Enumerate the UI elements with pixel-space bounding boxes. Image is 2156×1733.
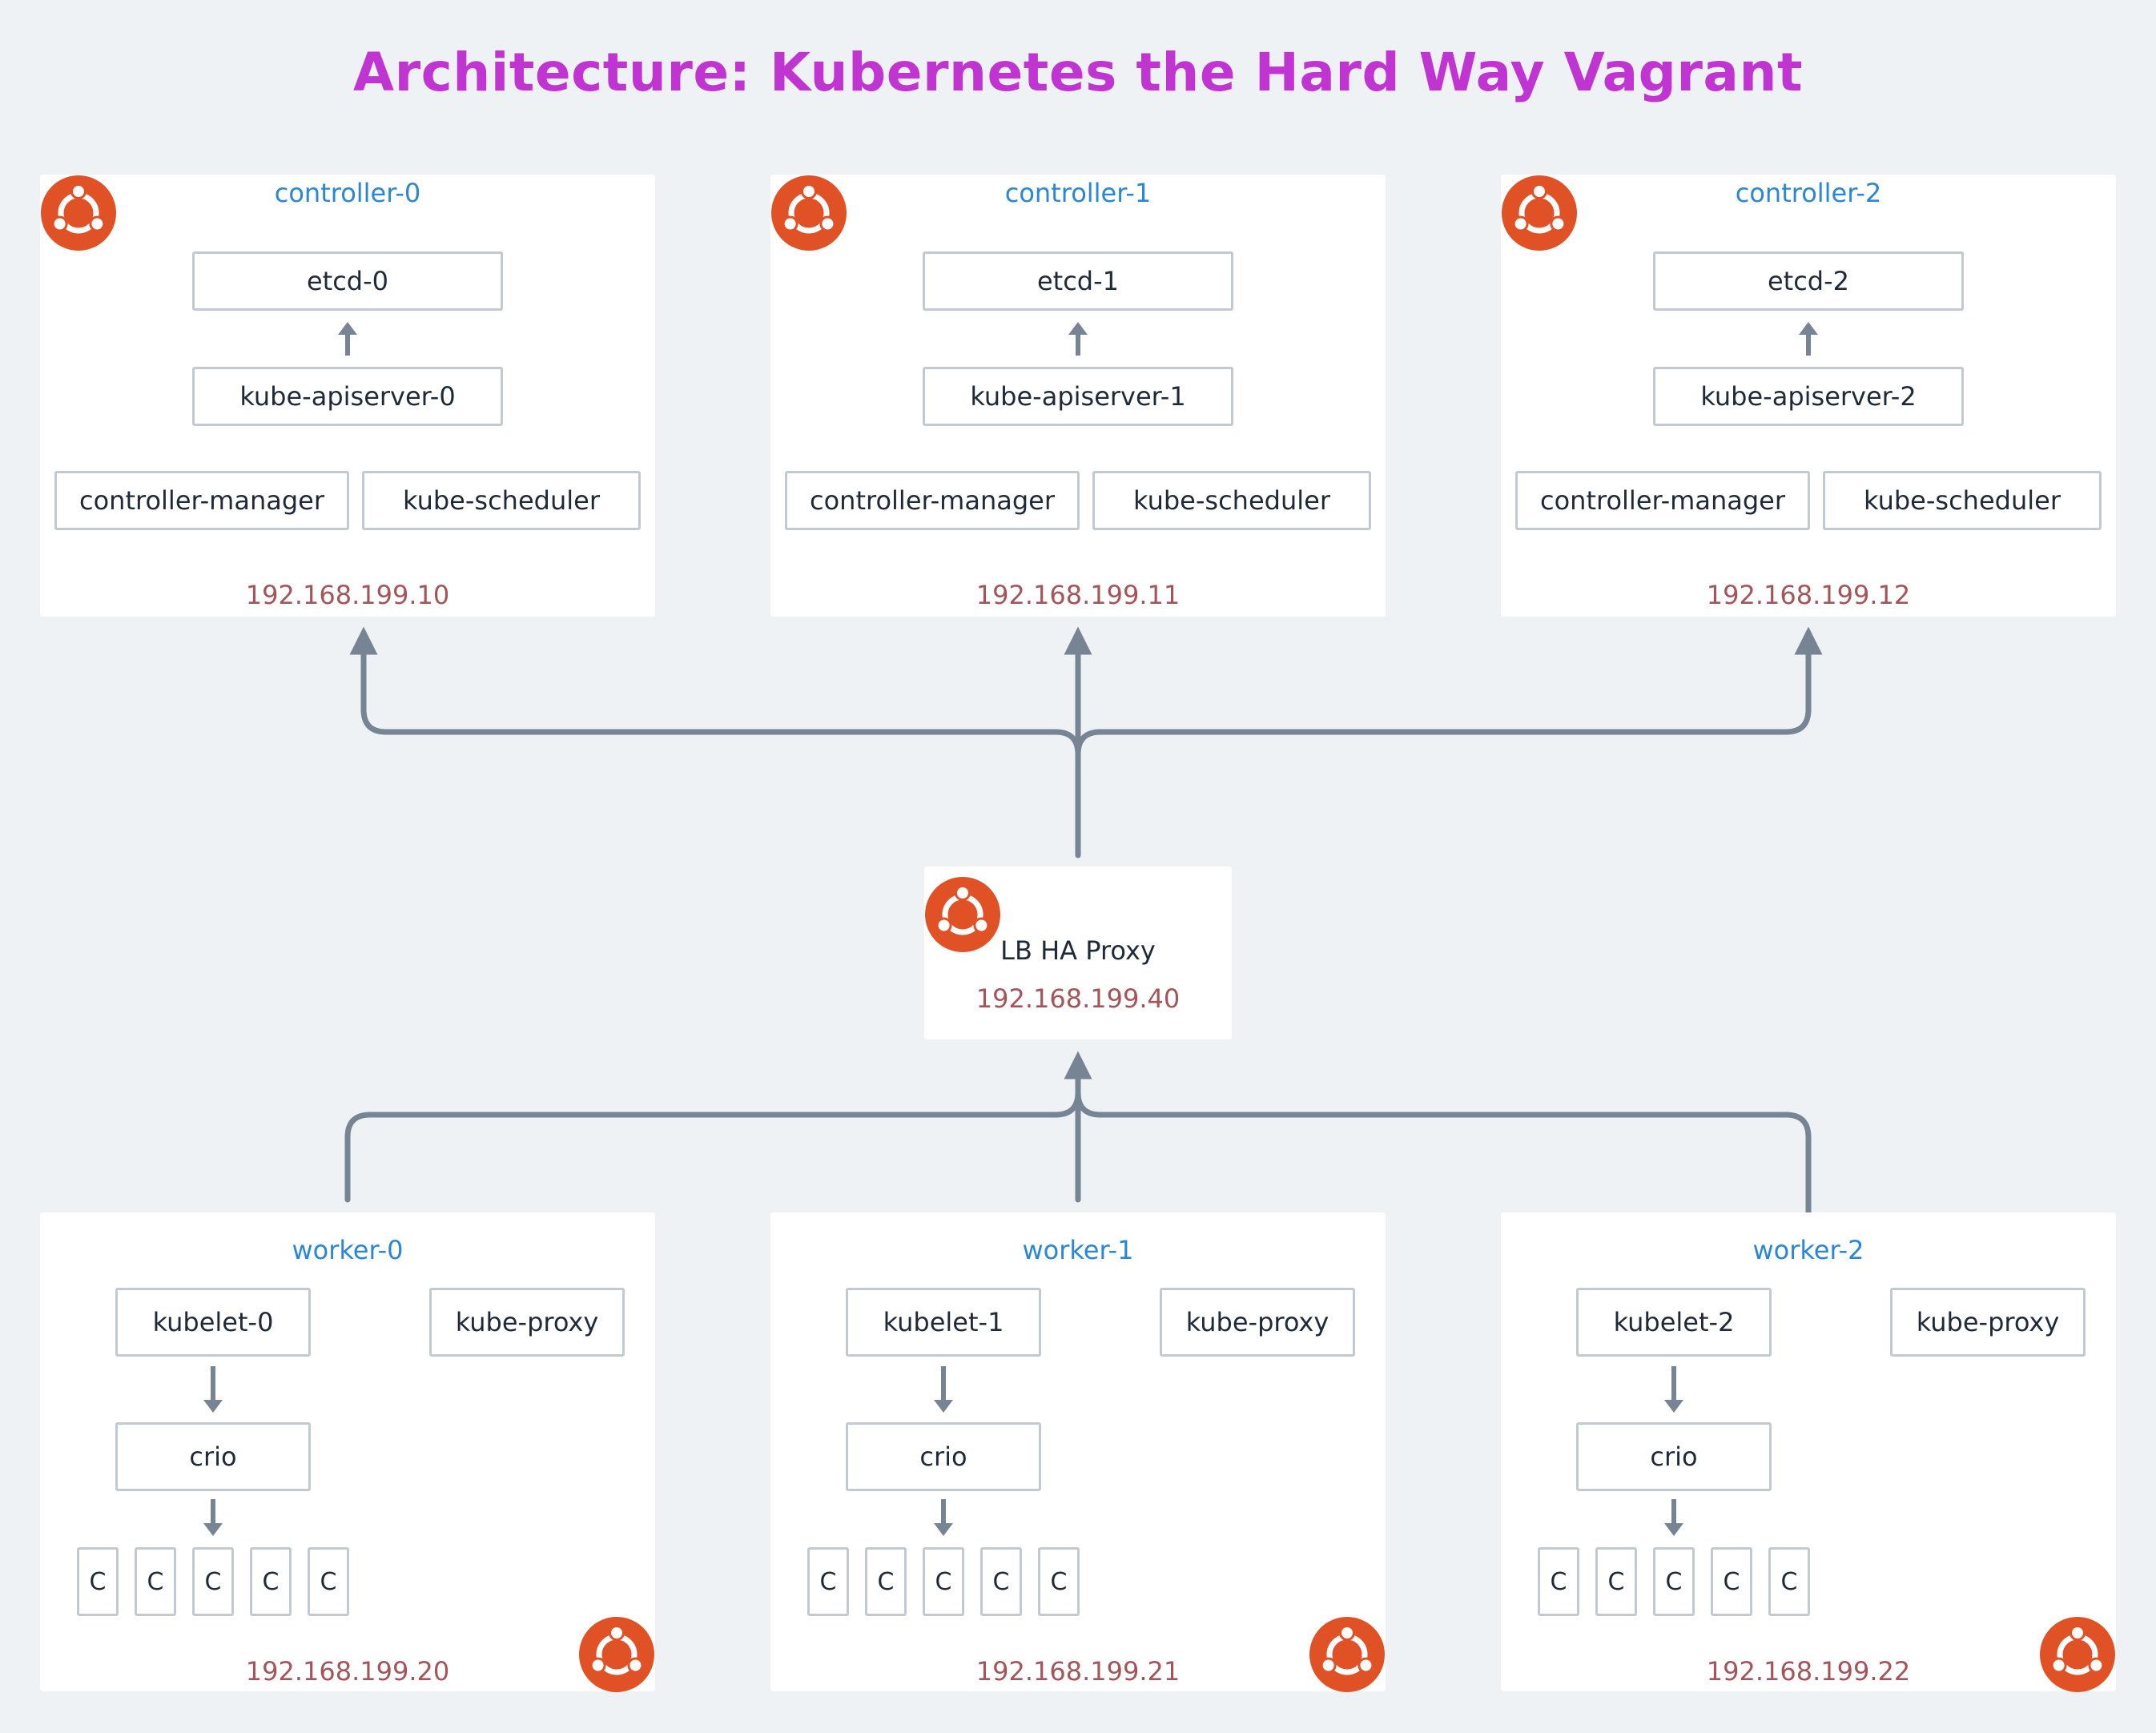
node-ip-address: 192.168.199.21 [975, 1656, 1181, 1687]
container-box: C [250, 1547, 292, 1616]
kube-scheduler-box: kube-scheduler [362, 471, 641, 530]
controller-manager-box: controller-manager [1515, 471, 1810, 530]
ubuntu-logo-icon [770, 175, 847, 251]
node-ip-address: 192.168.199.11 [975, 580, 1181, 610]
lb-to-controller-0-arrow [349, 626, 1081, 764]
worker-0-to-lb-arrow [344, 1089, 1081, 1203]
apiserver-box: kube-apiserver-2 [1653, 367, 1964, 426]
apiserver-box: kube-apiserver-1 [923, 367, 1233, 426]
node-name: controller-2 [1735, 178, 1882, 208]
kubelet-box: kubelet-1 [846, 1288, 1041, 1357]
node-name: controller-1 [1004, 178, 1152, 208]
crio-to-containers-arrow [934, 1499, 953, 1536]
crio-box: crio [846, 1422, 1041, 1491]
ubuntu-logo-icon [40, 175, 117, 251]
kubelet-to-crio-arrow [1664, 1366, 1683, 1413]
node-name: worker-1 [1022, 1235, 1134, 1265]
load-balancer-label: LB HA Proxy [1000, 935, 1156, 966]
container-box: C [1038, 1547, 1080, 1616]
controller-node: controller-2 etcd-2 kube-apiserver-2 contro… [1501, 175, 2116, 617]
container-box: C [77, 1547, 119, 1616]
node-name: worker-0 [292, 1235, 404, 1265]
etcd-box: etcd-0 [192, 251, 503, 311]
container-box: C [192, 1547, 234, 1616]
crio-to-containers-arrow [1664, 1499, 1683, 1536]
ubuntu-logo-icon [924, 876, 1001, 953]
controller-manager-box: controller-manager [785, 471, 1080, 530]
container-box: C [1595, 1547, 1637, 1616]
controller-manager-box: controller-manager [54, 471, 349, 530]
node-ip-address: 192.168.199.12 [1706, 580, 1911, 610]
container-box: C [1538, 1547, 1579, 1616]
etcd-box: etcd-1 [923, 251, 1233, 311]
kube-proxy-box: kube-proxy [1160, 1288, 1355, 1357]
container-box: C [980, 1547, 1022, 1616]
ubuntu-logo-icon [2039, 1616, 2116, 1693]
ubuntu-logo-icon [578, 1616, 655, 1693]
container-box: C [923, 1547, 964, 1616]
container-box: C [865, 1547, 907, 1616]
ubuntu-logo-icon [1309, 1616, 1386, 1693]
lb-to-controller-2-arrow [1075, 626, 1823, 764]
node-name: worker-2 [1752, 1235, 1864, 1265]
kubelet-to-crio-arrow [203, 1366, 223, 1413]
kube-proxy-box: kube-proxy [1890, 1288, 2086, 1357]
apiserver-to-etcd-arrow [1799, 322, 1818, 356]
apiserver-to-etcd-arrow [1068, 322, 1088, 356]
crio-to-containers-arrow [203, 1499, 223, 1536]
container-box: C [135, 1547, 176, 1616]
crio-box: crio [1576, 1422, 1772, 1491]
apiserver-box: kube-apiserver-0 [192, 367, 503, 426]
controller-node: controller-1 etcd-1 kube-apiserver-1 contro… [770, 175, 1386, 617]
kube-proxy-box: kube-proxy [429, 1288, 625, 1357]
worker-2-to-lb-arrow [1075, 1089, 1812, 1220]
node-ip-address: 192.168.199.40 [975, 983, 1181, 1014]
kubelet-box: kubelet-2 [1576, 1288, 1772, 1357]
apiserver-to-etcd-arrow [338, 322, 357, 356]
crio-box: crio [115, 1422, 311, 1491]
node-ip-address: 192.168.199.22 [1706, 1656, 1911, 1687]
controller-node: controller-0 etcd-0 kube-apiserver-0 contro… [40, 175, 655, 617]
container-box: C [308, 1547, 349, 1616]
container-box: C [1711, 1547, 1752, 1616]
load-balancer-node: LB HA Proxy 192.168.199.40 [924, 866, 1232, 1039]
kubelet-to-crio-arrow [934, 1366, 953, 1413]
node-ip-address: 192.168.199.10 [245, 580, 450, 610]
etcd-box: etcd-2 [1653, 251, 1964, 311]
diagram-title: Architecture: Kubernetes the Hard Way Va… [352, 42, 1803, 103]
kube-scheduler-box: kube-scheduler [1823, 471, 2102, 530]
kubelet-box: kubelet-0 [115, 1288, 311, 1357]
container-box: C [1768, 1547, 1810, 1616]
kube-scheduler-box: kube-scheduler [1092, 471, 1371, 530]
node-name: controller-0 [274, 178, 421, 208]
ubuntu-logo-icon [1501, 175, 1578, 251]
node-ip-address: 192.168.199.20 [245, 1656, 450, 1687]
container-box: C [1653, 1547, 1695, 1616]
container-box: C [807, 1547, 849, 1616]
